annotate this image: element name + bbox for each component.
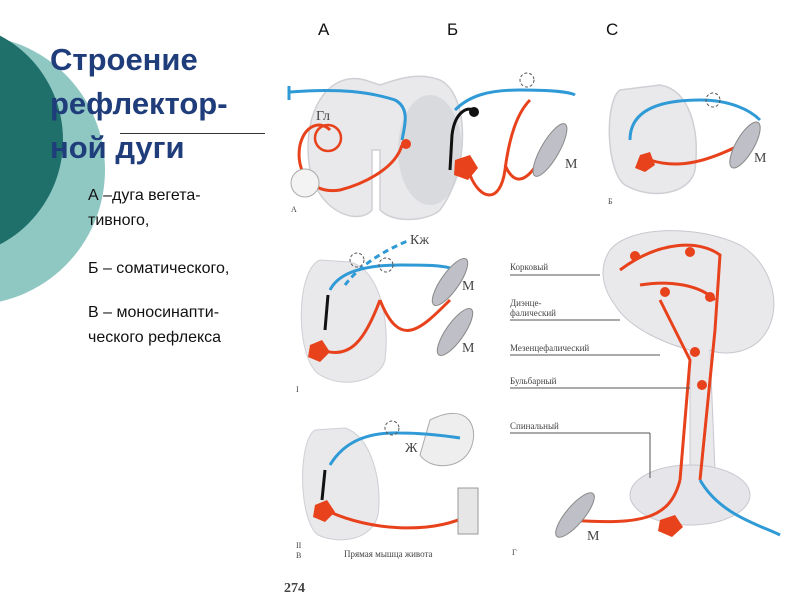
label-m-1b: М: [462, 341, 475, 356]
motor-fiber-1: [321, 299, 382, 354]
muscle-c: [729, 121, 761, 169]
caption-a-line1: А –дуга вегета-: [88, 187, 201, 204]
caption-v-line1: В – моносинапти-: [88, 304, 220, 321]
label-m-c: М: [754, 151, 767, 166]
level-bulbar: Бульбарный: [510, 376, 557, 386]
sensory-fiber-1: [328, 263, 451, 291]
title-underline: [120, 133, 265, 134]
grey-matter-a: [398, 95, 462, 205]
organ-circle: [290, 168, 320, 198]
motor-fiber-2: [329, 510, 471, 530]
caption-v-line2: ческого рефлекса: [88, 329, 222, 346]
label-kzh: Кж: [410, 233, 429, 248]
panel-label-g: Г: [512, 548, 517, 557]
motor-fiber-c: [649, 143, 741, 166]
brain-outline: [602, 230, 775, 471]
sensory-fiber-2: [328, 431, 461, 466]
decorative-circles: [0, 35, 105, 302]
muscle-a: [532, 123, 568, 177]
panel-label-1: I: [296, 385, 299, 394]
column-head-a: А: [318, 20, 330, 39]
motor-neuron-c: [635, 152, 655, 172]
page-number: 274: [284, 581, 305, 596]
column-head-c: С: [606, 20, 619, 39]
sensory-fiber-a: [289, 88, 407, 141]
abdominal-muscle: [457, 487, 479, 535]
panel-top-right: М Б: [608, 84, 767, 206]
label-abdominal-muscle: Прямая мышца живота: [344, 549, 433, 559]
label-zh: Ж: [405, 441, 418, 456]
interneuron-1: [323, 294, 330, 331]
label-m-a: М: [565, 157, 578, 172]
stomach-shape: [419, 413, 475, 467]
caption-a-line2: тивного,: [88, 212, 150, 229]
level-spinal: Спинальный: [510, 421, 559, 431]
panel-top-main: Гл М А: [287, 72, 578, 221]
motor-tract-2: [658, 299, 692, 481]
level-diencephalic-2: фалический: [510, 308, 556, 318]
sensory-fiber-b: [453, 88, 576, 112]
panel-bottom-left: Ж Прямая мышца живота II В: [296, 413, 479, 560]
ganglion-circle: [313, 123, 343, 153]
caption-b: Б – соматического,: [88, 260, 230, 277]
panel-label-a: А: [291, 205, 297, 214]
level-mesencephalic: Мезенцефалический: [510, 343, 589, 353]
panel-brain-levels: Корковый Диэнце- фалический Мезенцефалич…: [510, 230, 781, 557]
sensory-dashed-1: [343, 238, 411, 286]
level-diencephalic-1: Диэнце-: [510, 298, 541, 308]
label-gl: Гл: [316, 109, 330, 124]
label-m-1a: М: [462, 279, 475, 294]
level-cortical: Корковый: [510, 262, 548, 272]
panel-label-v: В: [296, 551, 301, 560]
sensory-tract: [698, 479, 781, 537]
spinal-cord-section-c: [608, 84, 697, 195]
sensory-fiber-c: [628, 98, 762, 141]
panel-label-b: Б: [608, 197, 613, 206]
slide-title: Строение рефлектор- ной дуги: [50, 42, 228, 165]
spinal-cord-section-1: [300, 259, 387, 383]
panel-label-2: II: [296, 541, 302, 550]
receptor-dashed-a: [519, 72, 535, 88]
panel-middle-left: Кж М М I: [296, 233, 475, 394]
motor-neuron-body-b: [454, 155, 478, 180]
column-head-b: Б: [447, 20, 459, 39]
label-m-g: М: [587, 529, 600, 544]
